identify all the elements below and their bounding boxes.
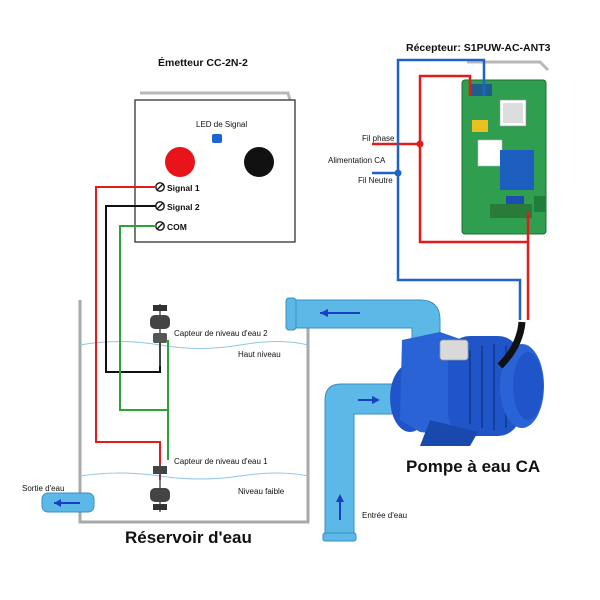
- pump-pipes: Entrée d'eau: [285, 297, 441, 542]
- transmitter-title: Émetteur CC-2N-2: [158, 56, 248, 69]
- receiver: Récepteur: S1PUW-AC-ANT3: [406, 42, 551, 235]
- level-sensor-2: [150, 304, 170, 366]
- neutral-label: Fil Neutre: [358, 176, 393, 185]
- transmitter-antenna: [140, 91, 292, 101]
- inlet-pipe: [324, 383, 401, 539]
- terminal-signal-2: Signal 2: [155, 201, 200, 212]
- tank-walls: [78, 300, 310, 524]
- signal-led: [212, 134, 222, 143]
- water-tank: Réservoir d'eau Haut niveau Niveau faibl…: [78, 300, 310, 547]
- receiver-title: Récepteur: S1PUW-AC-ANT3: [406, 42, 551, 54]
- tank-title: Réservoir d'eau: [125, 528, 252, 547]
- high-level-label: Haut niveau: [238, 350, 281, 359]
- inlet-label: Entrée d'eau: [362, 511, 407, 520]
- red-button[interactable]: [165, 147, 195, 177]
- pump-cable: [497, 321, 526, 369]
- wire-com: [119, 225, 169, 460]
- wire-signal-1: [95, 186, 161, 480]
- supply-label: Alimentation CA: [328, 156, 386, 165]
- black-button[interactable]: [244, 147, 274, 177]
- terminal-label-signal-2: Signal 2: [167, 202, 200, 212]
- terminal-label-signal-1: Signal 1: [167, 183, 200, 193]
- power-wires: [372, 58, 530, 369]
- receiver-antenna: [467, 60, 550, 72]
- low-level-label: Niveau faible: [238, 487, 285, 496]
- sensor2-label: Capteur de niveau d'eau 2: [174, 329, 268, 338]
- low-water-line: [79, 472, 309, 480]
- terminal-com: COM: [155, 221, 187, 232]
- high-water-line: [79, 341, 309, 349]
- sensor-wires: [95, 186, 169, 480]
- water-pump: Pompe à eau CA: [390, 332, 544, 476]
- outlet-label: Sortie d'eau: [22, 484, 64, 493]
- terminal-label-com: COM: [167, 222, 187, 232]
- outlet-pipe: Sortie d'eau: [22, 484, 95, 513]
- sensor1-label: Capteur de niveau d'eau 1: [174, 457, 268, 466]
- phase-label: Fil phase: [362, 134, 395, 143]
- led-label: LED de Signal: [196, 120, 247, 129]
- level-sensor-1: [150, 464, 170, 512]
- pump-title: Pompe à eau CA: [406, 457, 540, 476]
- pump-nameplate: [439, 339, 469, 361]
- transmitter: Émetteur CC-2N-2 LED de Signal Signal 1 …: [134, 56, 296, 243]
